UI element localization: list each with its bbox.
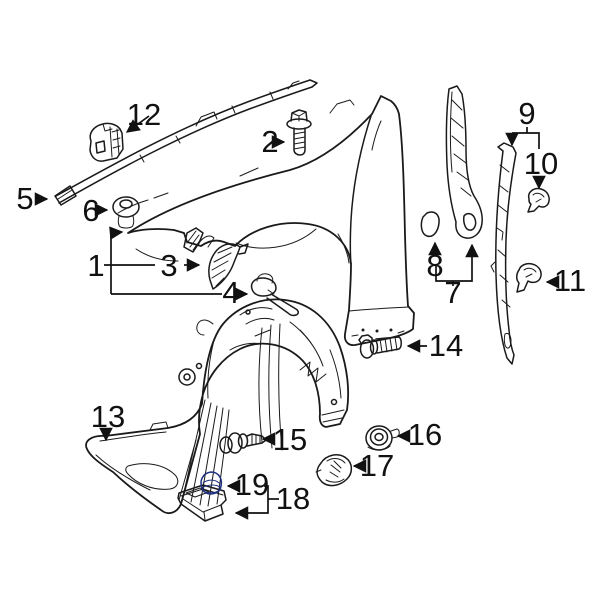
bracket-part-3[interactable]	[208, 243, 249, 290]
leader-line	[125, 115, 150, 133]
clip-part-11[interactable]	[516, 262, 542, 293]
push-pin-part-15[interactable]	[219, 432, 267, 454]
seal-pad-part-8[interactable]	[420, 211, 440, 238]
callout-label-1[interactable]: 1	[87, 248, 104, 283]
callout-12[interactable]: 12	[125, 97, 161, 133]
callout-label-8[interactable]: 8	[426, 248, 443, 283]
screw-part-14[interactable]	[358, 334, 402, 359]
callout-5[interactable]: 5	[16, 181, 49, 216]
callout-label-7[interactable]: 7	[444, 275, 461, 310]
callout-16[interactable]: 16	[396, 417, 442, 452]
callout-label-2[interactable]: 2	[261, 124, 278, 159]
protector-strip-part-9[interactable]	[490, 142, 517, 365]
pin-part-4[interactable]	[250, 273, 299, 317]
callout-6[interactable]: 6	[82, 193, 109, 228]
callout-7[interactable]: 7	[435, 243, 479, 310]
callout-label-4[interactable]: 4	[222, 275, 239, 310]
callout-label-12[interactable]: 12	[127, 97, 161, 132]
callout-18[interactable]: 18	[234, 481, 310, 520]
clip-part-12[interactable]	[89, 122, 124, 162]
callout-15[interactable]: 15	[261, 422, 307, 457]
callout-17[interactable]: 17	[352, 448, 394, 483]
leader-line	[512, 127, 540, 149]
callout-label-16[interactable]: 16	[408, 417, 442, 452]
apron-bracket-part-7[interactable]	[445, 85, 483, 239]
callout-13[interactable]: 13	[91, 399, 125, 442]
leader-line	[435, 243, 479, 282]
callout-label-9[interactable]: 9	[518, 96, 535, 131]
cowl-trim-part-5[interactable]	[54, 79, 318, 206]
grommet-part-16[interactable]	[365, 425, 400, 451]
clip-part-10[interactable]	[527, 187, 550, 213]
callout-label-15[interactable]: 15	[273, 422, 307, 457]
callout-label-13[interactable]: 13	[91, 399, 125, 434]
callout-label-18[interactable]: 18	[276, 481, 310, 516]
callout-label-14[interactable]: 14	[429, 328, 463, 363]
callout-4[interactable]: 4	[222, 275, 249, 310]
callout-9[interactable]: 9	[505, 96, 540, 149]
grommet-part-19-highlighted[interactable]	[200, 471, 223, 495]
callout-8[interactable]: 8	[426, 241, 444, 283]
callout-label-10[interactable]: 10	[524, 146, 558, 181]
callout-19[interactable]: 19	[226, 467, 269, 502]
bolt-part-2[interactable]	[286, 109, 312, 156]
callout-label-5[interactable]: 5	[16, 181, 33, 216]
callout-2[interactable]: 2	[261, 124, 286, 159]
callout-11[interactable]: 11	[545, 263, 586, 298]
callout-1[interactable]: 1	[87, 226, 222, 295]
callout-14[interactable]: 14	[406, 328, 463, 363]
callout-10[interactable]: 10	[524, 146, 558, 190]
callout-label-11[interactable]: 11	[554, 263, 586, 298]
leader-line	[109, 226, 124, 240]
clip-nut-part-17[interactable]	[315, 454, 353, 487]
callout-label-19[interactable]: 19	[235, 467, 269, 502]
callout-label-17[interactable]: 17	[360, 448, 394, 483]
callout-label-3[interactable]: 3	[160, 248, 177, 283]
callout-label-6[interactable]: 6	[82, 193, 99, 228]
callout-3[interactable]: 3	[160, 248, 201, 283]
grommet-part-6[interactable]	[112, 196, 140, 229]
